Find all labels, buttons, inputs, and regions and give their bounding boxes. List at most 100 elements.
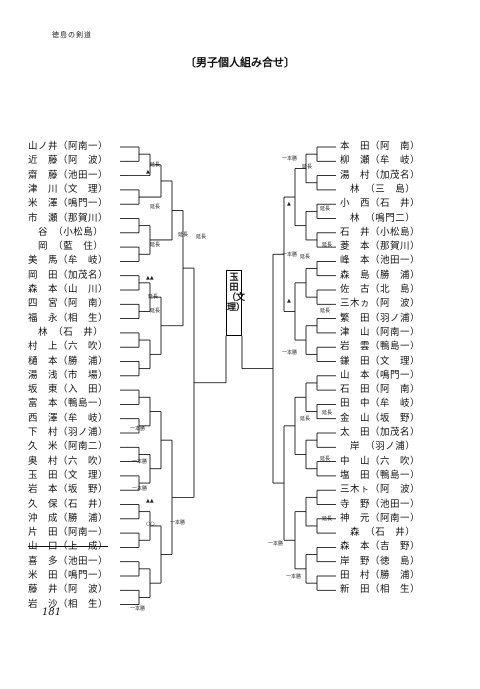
left-player-name: 久 米（阿南二） — [28, 441, 109, 453]
right-player-name: 繁 田（羽ノ浦） — [340, 312, 421, 324]
champion-box: 玉田（文理） — [226, 270, 245, 336]
bracket-annotation: 延長 — [196, 233, 206, 240]
right-player-name: 森 （石 井） — [340, 527, 416, 539]
bracket-annotation: ▲▲ — [146, 498, 154, 504]
right-player-name: 寺 野（池田一） — [340, 498, 421, 510]
right-player-name: 中 山（六 吹） — [340, 455, 421, 467]
bracket-annotation: 一本勝 — [282, 349, 297, 356]
left-player-name: 西 澤（牟 岐） — [28, 412, 109, 424]
left-player-name: 村 上（六 吹） — [28, 341, 109, 353]
bracket-annotation: ▲ — [287, 298, 291, 304]
bracket-annotation: 一本勝 — [282, 155, 297, 162]
bracket-annotation: 一本勝 — [132, 485, 147, 492]
left-player-name: 岩 沙（相 生） — [28, 598, 109, 610]
right-player-name: 柳 瀬（牟 岐） — [340, 155, 421, 167]
left-player-name: 樋 本（勝 浦） — [28, 355, 109, 367]
left-player-name: 齋 藤（池田一） — [28, 169, 109, 181]
bracket-annotation: 一本勝 — [130, 425, 145, 432]
page-number: 181 — [42, 607, 62, 618]
bracket-annotation: 延長 — [320, 307, 330, 314]
left-player-name: 山ノ井（阿南一） — [28, 141, 109, 152]
right-player-name: 森 本（吉 野） — [340, 541, 421, 553]
bracket-annotation: 延長 — [322, 409, 332, 416]
bracket-annotation: 延長 — [320, 205, 330, 212]
right-player-name: 森 島（勝 浦） — [340, 269, 421, 281]
bracket-annotation: 延長 — [150, 161, 160, 168]
bracket-annotation: 一本勝 — [268, 540, 283, 547]
left-player-name: 岡 （藍 住） — [28, 241, 104, 253]
left-player-name: 米 澤（鳴門一） — [28, 198, 109, 210]
left-player-name: 四 宮（阿 南） — [28, 298, 109, 310]
left-player-name: 片 田（阿南一） — [28, 527, 109, 539]
left-player-name: 玉 田（文 理） — [28, 469, 109, 481]
bracket-annotation: 延長 — [148, 293, 158, 300]
right-player-name: 岸 野（徳 島） — [340, 555, 421, 567]
left-player-name: 津 川（文 理） — [28, 183, 109, 195]
header-label: 徳島の剣道 — [52, 31, 92, 39]
right-player-name: 太 田（加茂名） — [340, 427, 421, 438]
left-player-name: 久 保（石 井） — [28, 498, 109, 510]
right-player-name: 神 元（阿南一） — [340, 512, 421, 524]
right-player-name: 塩 田（鴨島一） — [340, 469, 421, 481]
right-player-name: 石 田（阿 南） — [340, 384, 421, 396]
bracket-annotation: 延長 — [300, 415, 310, 422]
left-player-name: 下 村（羽ノ浦） — [28, 427, 109, 438]
bracket-annotation: ○○ — [146, 521, 155, 527]
bracket-annotation: 延長 — [302, 163, 312, 170]
left-player-name: 山 口（上 成） — [28, 541, 109, 553]
left-player-name: 市 瀬（那賀川） — [28, 212, 109, 224]
left-player-name: 美 馬（牟 岐） — [28, 255, 109, 267]
left-player-name: 沖 成（勝 浦） — [28, 512, 109, 524]
right-player-name: 林 （鳴門二） — [340, 212, 416, 224]
right-player-name: 林 （三 島） — [340, 183, 416, 195]
right-player-name: 田 中（牟 岐） — [340, 398, 421, 410]
bracket-annotation: ▲ — [287, 201, 291, 207]
right-player-name: 新 田（相 生） — [340, 584, 421, 596]
bracket-annotation: 延長 — [150, 307, 160, 314]
left-player-name: 富 本（鴨島一） — [28, 398, 109, 410]
left-player-name: 坂 東（入 田） — [28, 384, 109, 396]
right-player-name: 湯 村（加茂名） — [340, 169, 421, 181]
left-player-name: 岩 本（坂 野） — [28, 484, 109, 496]
bracket-annotation: 延長 — [320, 455, 330, 462]
right-player-name: 津 山（阿南一） — [340, 326, 421, 338]
bracket-annotation: 延長 — [322, 241, 332, 248]
bracket-annotation: 一本勝 — [170, 519, 185, 526]
right-player-name: 石 井（小松島） — [340, 226, 421, 238]
bracket-annotation: 延長 — [150, 203, 160, 210]
left-player-name: 岡 田（加茂名） — [28, 269, 109, 281]
right-player-name: 山 本（鳴門一） — [340, 369, 421, 381]
bracket-annotation: 一本勝 — [132, 458, 147, 465]
page-title: 〔男子個人組み合せ〕 — [185, 56, 295, 69]
bracket-annotation: 延長 — [322, 515, 332, 522]
left-player-name: 米 田（鳴門一） — [28, 570, 109, 581]
bracket-annotation: ▲▲ — [146, 275, 154, 281]
left-player-name: 近 藤（阿 波） — [28, 155, 109, 167]
left-player-name: 林 （石 井） — [28, 326, 104, 338]
right-player-name: 岸 （羽ノ浦） — [340, 441, 416, 453]
bracket-annotation: 延長 — [150, 241, 160, 248]
right-player-name: 本 田（阿 南） — [340, 141, 421, 152]
right-player-name: 三木ㇳ（阿 波） — [340, 484, 421, 496]
right-player-name: 金 山（坂 野） — [340, 412, 421, 424]
right-player-name: 佐 古（北 島） — [340, 284, 421, 295]
right-player-name: 峰 本（池田一） — [340, 255, 421, 267]
left-player-name: 福 永（相 生） — [28, 312, 109, 324]
bracket-annotation: 延長 — [178, 231, 188, 238]
right-player-name: 岩 雲（鴨島一） — [340, 341, 421, 353]
left-player-name: 喜 多（池田一） — [28, 555, 109, 567]
left-player-name: 森 本（山 川） — [28, 284, 109, 295]
bracket-annotation: 一本勝 — [130, 605, 145, 612]
right-player-name: 鎌 田（文 理） — [340, 355, 421, 367]
bracket-annotation: 一本勝 — [282, 251, 297, 258]
right-player-name: 三木ヵ（阿 波） — [340, 298, 421, 310]
left-player-name: 湯 浅（市 場） — [28, 369, 109, 381]
right-player-name: 菱 本（那賀川） — [340, 241, 421, 253]
bracket-annotation: 一本勝 — [286, 573, 301, 580]
right-player-name: 田 村（勝 浦） — [340, 570, 421, 581]
left-player-name: 奥 村（六 吹） — [28, 455, 109, 467]
left-player-name: 谷 （小松島） — [28, 226, 104, 238]
bracket-annotation: ▲ — [146, 169, 150, 175]
bracket-annotation: 延長 — [300, 253, 310, 260]
